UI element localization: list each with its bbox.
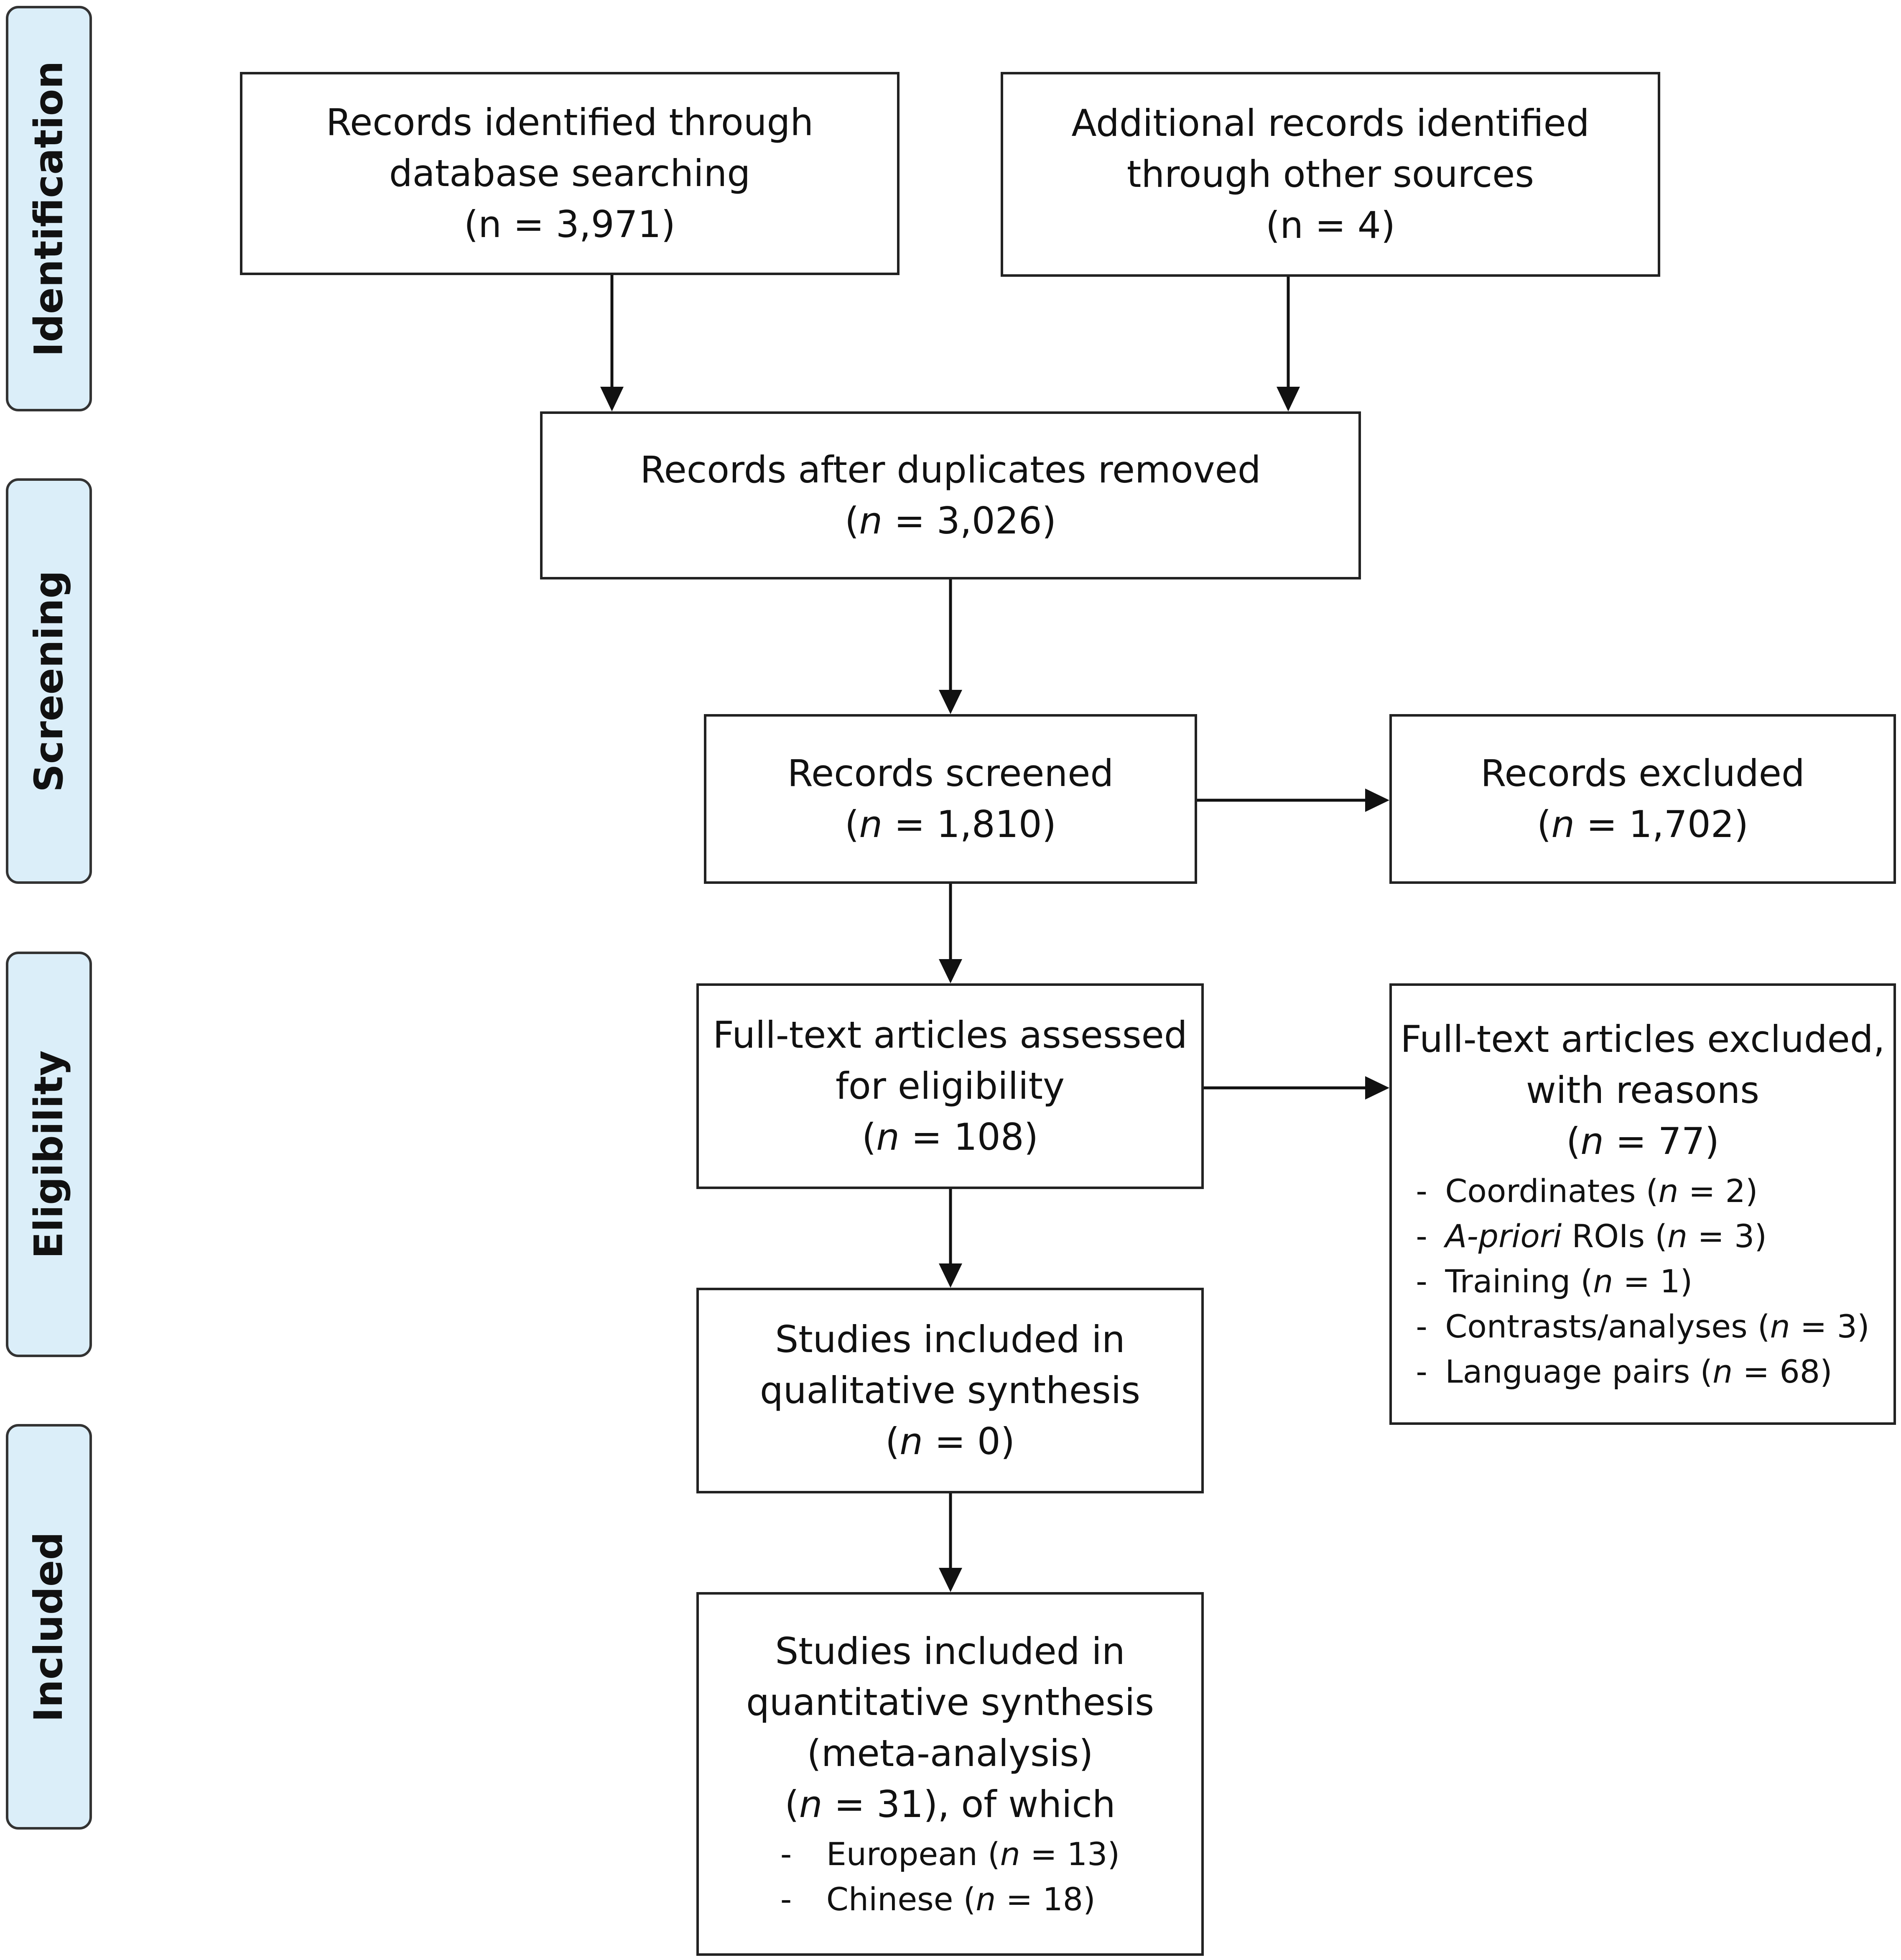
stage-screening: Screening <box>6 478 92 884</box>
exclusion-reason: -Language pairs (n = 68) <box>1416 1353 1832 1390</box>
box-text: for eligibility <box>835 1064 1065 1108</box>
exclusion-reason: -Contrasts/analyses (n = 3) <box>1416 1308 1870 1345</box>
subgroup-item: -Chinese (n = 18) <box>780 1881 1096 1918</box>
subgroup-list: -European (n = 13) -Chinese (n = 18) <box>780 1832 1120 1922</box>
stage-included: Included <box>6 1424 92 1830</box>
exclusion-reason: -Coordinates (n = 2) <box>1416 1172 1758 1210</box>
box-text: Additional records identified <box>1071 102 1590 145</box>
box-text: database searching <box>389 152 751 195</box>
box-count: (n = 0) <box>885 1420 1015 1463</box>
box-count: (n = 4) <box>1265 204 1396 247</box>
box-count: (n = 31), of which <box>785 1783 1116 1826</box>
box-qualitative-synthesis: Studies included in qualitative synthesi… <box>696 1288 1204 1493</box>
box-text: Records after duplicates removed <box>640 448 1261 491</box>
box-text: (meta-analysis) <box>807 1732 1093 1775</box>
arrowhead-icon <box>939 959 962 983</box>
box-text: with reasons <box>1526 1069 1760 1112</box>
box-records-excluded: Records excluded (n = 1,702) <box>1389 714 1896 884</box>
subgroup-item: -European (n = 13) <box>780 1835 1120 1873</box>
box-text: Studies included in <box>775 1318 1125 1361</box>
box-other-records: Additional records identified through ot… <box>1001 72 1660 277</box>
box-quantitative-synthesis: Studies included in quantitative synthes… <box>696 1592 1204 1956</box>
box-count: (n = 3,026) <box>844 499 1057 542</box>
box-count: (n = 1,702) <box>1537 803 1749 846</box>
stage-identification: Identification <box>6 6 92 411</box>
box-text: Full-text articles assessed <box>713 1013 1187 1057</box>
box-count: (n = 77) <box>1566 1120 1720 1163</box>
box-text: Records identified through <box>326 101 814 144</box>
exclusion-reasons-list: -Coordinates (n = 2) -A-priori ROIs (n =… <box>1416 1169 1869 1394</box>
box-text: Full-text articles excluded, <box>1400 1018 1885 1061</box>
box-count: (n = 1,810) <box>844 803 1057 846</box>
arrowhead-icon <box>1277 387 1300 411</box>
box-text: Records screened <box>787 752 1114 795</box>
exclusion-reason: -Training (n = 1) <box>1416 1263 1693 1300</box>
arrowhead-icon <box>600 387 624 411</box>
arrowhead-icon <box>1365 1076 1389 1100</box>
box-records-screened: Records screened (n = 1,810) <box>704 714 1197 884</box>
arrowhead-icon <box>939 690 962 714</box>
arrowhead-icon <box>939 1568 962 1592</box>
box-fulltext-assessed: Full-text articles assessed for eligibil… <box>696 983 1204 1189</box>
exclusion-reason: -A-priori ROIs (n = 3) <box>1416 1217 1767 1255</box>
box-database-records: Records identified through database sear… <box>240 72 900 275</box>
stage-eligibility: Eligibility <box>6 952 92 1357</box>
box-text: through other sources <box>1126 153 1534 196</box>
box-fulltext-excluded: Full-text articles excluded, with reason… <box>1389 983 1896 1425</box>
arrowhead-icon <box>1365 789 1389 812</box>
box-text: Studies included in <box>775 1630 1125 1673</box>
box-text: Records excluded <box>1481 752 1805 795</box>
box-after-duplicates: Records after duplicates removed (n = 3,… <box>540 411 1361 579</box>
box-count: (n = 3,971) <box>464 203 676 246</box>
arrowhead-icon <box>939 1263 962 1288</box>
box-text: qualitative synthesis <box>759 1369 1141 1412</box>
box-count: (n = 108) <box>861 1115 1039 1159</box>
box-text: quantitative synthesis <box>746 1681 1154 1724</box>
